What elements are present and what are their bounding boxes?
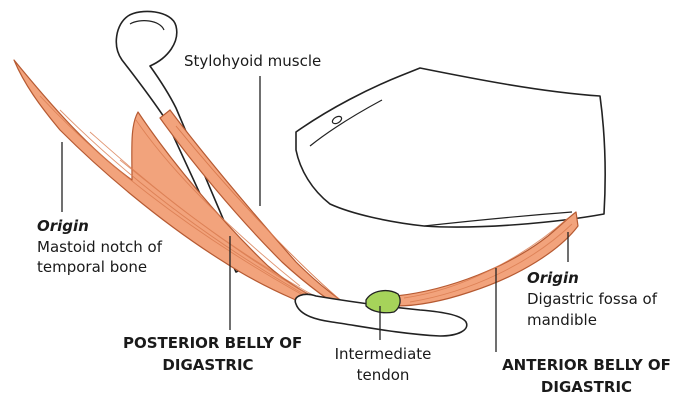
mandible bbox=[296, 68, 605, 227]
origin-posterior-line1: Mastoid notch of bbox=[37, 238, 162, 257]
origin-anterior-line1: Digastric fossa of bbox=[527, 290, 657, 309]
stylohyoid-label: Stylohyoid muscle bbox=[184, 52, 321, 71]
origin-posterior-title: Origin bbox=[37, 217, 89, 236]
posterior-belly-label-line2: DIGASTRIC bbox=[123, 355, 293, 376]
origin-posterior-line2: temporal bone bbox=[37, 258, 147, 277]
intermediate-tendon-label-line2: tendon bbox=[330, 366, 436, 385]
anterior-belly-label-line2: DIGASTRIC bbox=[489, 377, 684, 398]
anterior-belly-label-line1: ANTERIOR BELLY OF bbox=[489, 355, 684, 376]
origin-anterior-line2: mandible bbox=[527, 311, 597, 330]
origin-anterior-title: Origin bbox=[527, 269, 579, 288]
intermediate-tendon-label-line1: Intermediate bbox=[330, 345, 436, 364]
intermediate-tendon bbox=[366, 291, 400, 313]
posterior-belly-label-line1: POSTERIOR BELLY OF bbox=[123, 333, 293, 354]
